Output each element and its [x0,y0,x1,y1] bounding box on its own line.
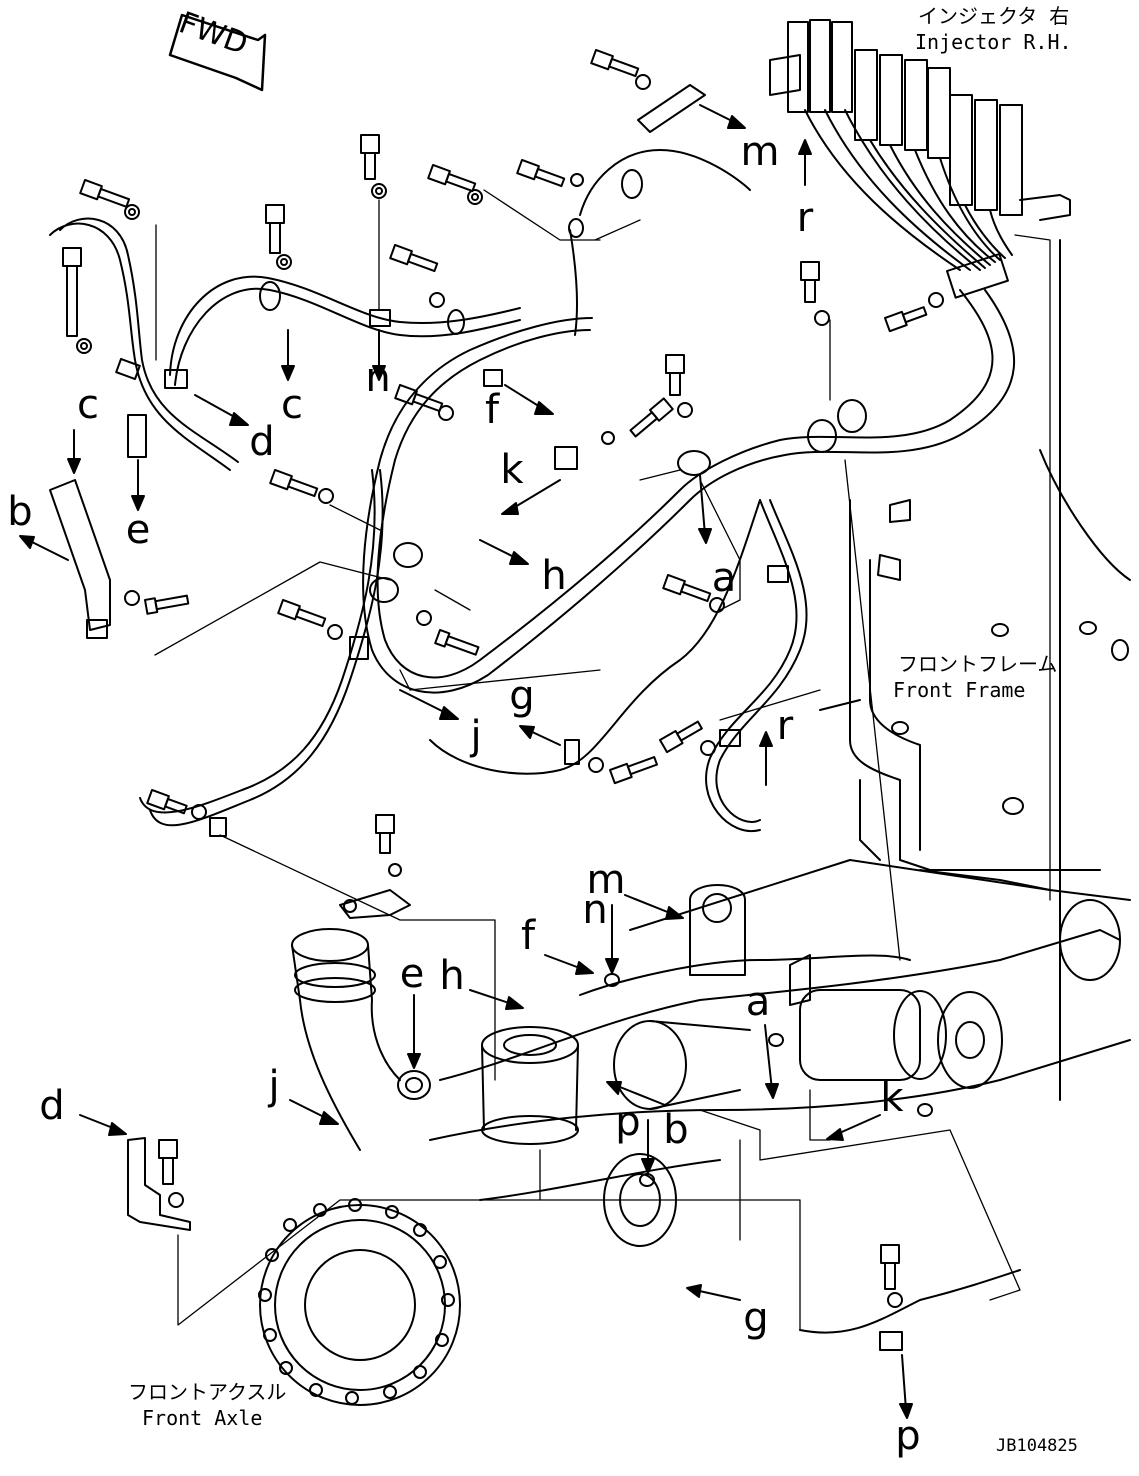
front-axle-caption-jp: フロントアクスル [128,1380,287,1404]
injector-caption-en: Injector R.H. [915,30,1072,54]
callout-d: d [39,1083,65,1129]
injector-assembly [769,19,1071,299]
front-axle-caption-en: Front Axle [142,1406,263,1430]
callout-h: h [439,953,465,999]
callout-d: d [249,419,275,465]
front-axle [258,884,1131,1406]
fwd-arrow-icon [168,13,267,92]
callout-m: m [586,857,626,903]
callout-c: c [77,382,99,428]
callout-p: p [615,1099,641,1145]
callout-c: c [281,382,303,428]
callout-f: f [484,387,500,433]
front-frame-caption-jp: フロントフレーム [898,652,1058,676]
callout-h: h [541,553,567,599]
callout-e: e [399,951,425,997]
callout-j: j [470,713,482,759]
callout-j: j [268,1063,280,1109]
callout-g: g [743,1295,769,1341]
callout-a: a [745,979,771,1025]
callout-m: m [740,129,780,175]
callout-arrows [19,104,913,1419]
callout-g: g [509,673,535,719]
callout-n: n [582,887,608,933]
leader-lines [154,189,1051,1331]
bracket-c [49,479,111,639]
callout-b: b [663,1107,689,1153]
callout-r: r [796,195,814,241]
bracket-d [127,1137,191,1231]
callout-b: b [7,489,33,535]
callout-f: f [520,913,536,959]
callout-e: e [125,507,151,553]
callout-p: p [895,1413,921,1459]
clamp-icons [115,84,903,1351]
bolt-icons [62,49,944,1308]
callout-n: n [365,355,391,401]
callout-r: r [776,703,794,749]
main-harness [49,149,1021,1334]
callout-a: a [711,555,737,601]
front-frame-caption-en: Front Frame [893,678,1026,702]
drawing-number: JB104825 [996,1436,1078,1456]
injector-caption-jp: インジェクタ 右 [918,4,1070,28]
callout-k: k [880,1075,904,1121]
callout-k: k [500,447,524,493]
